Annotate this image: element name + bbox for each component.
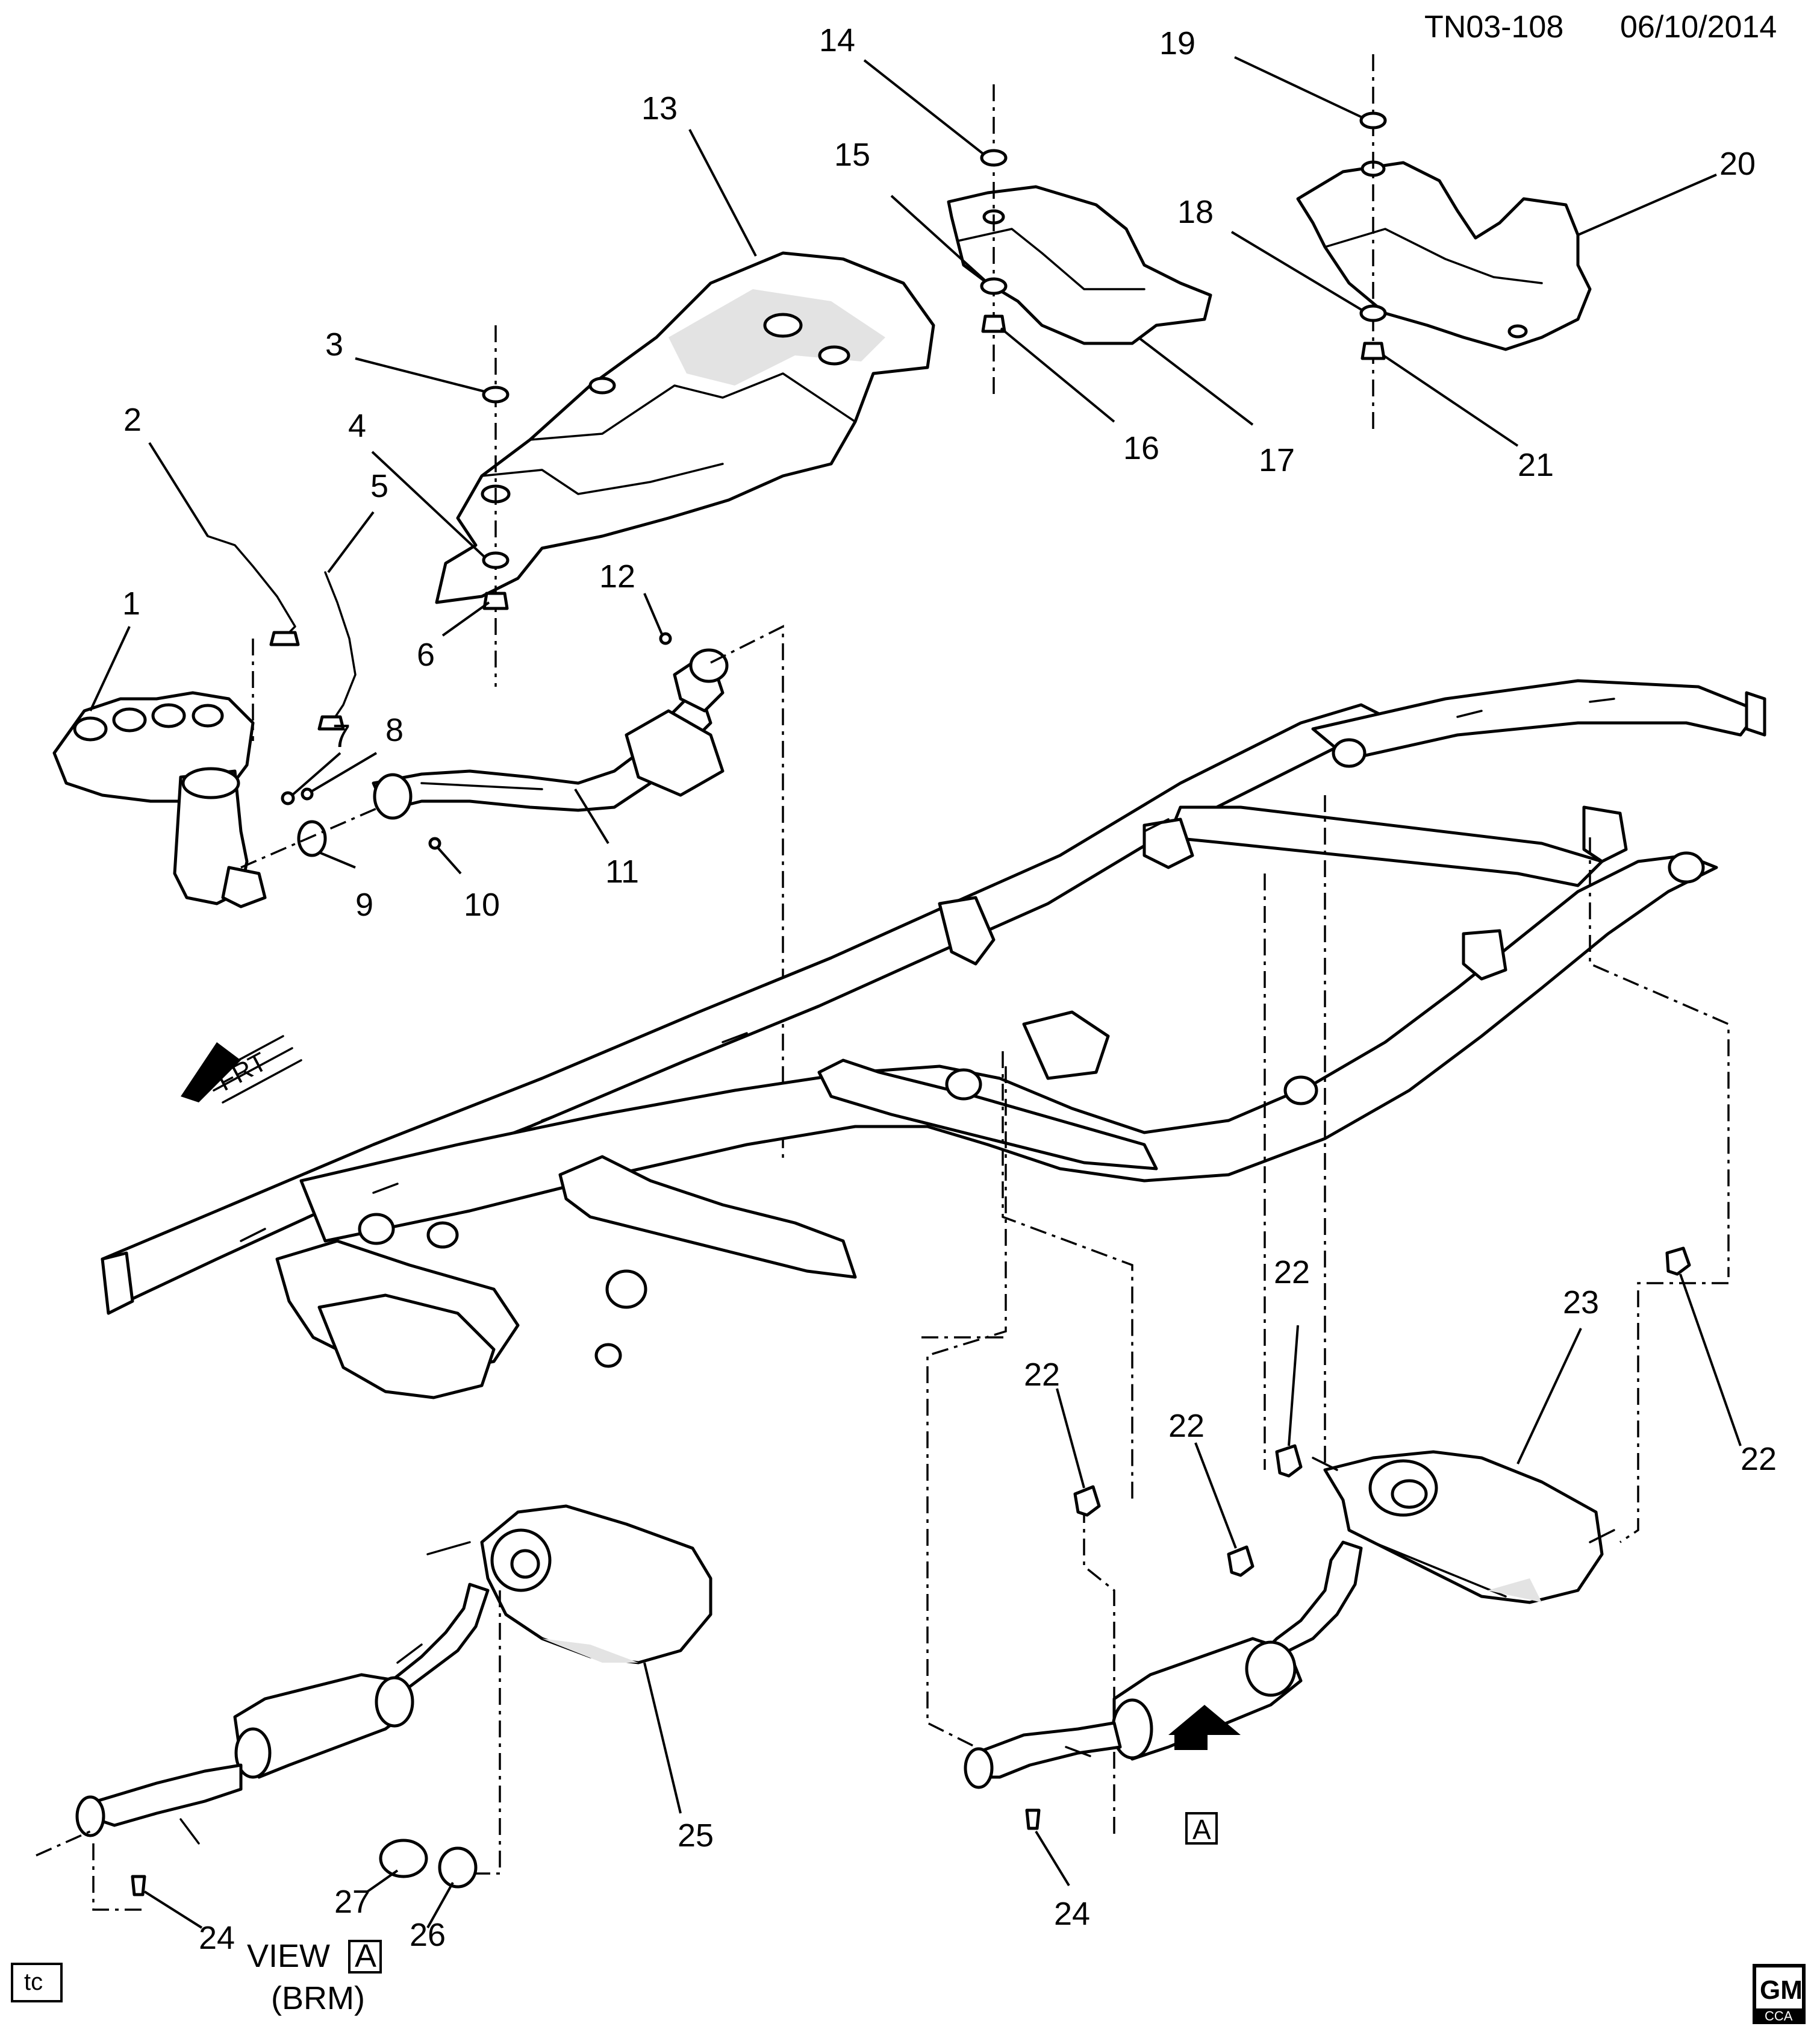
callout-11: 11	[605, 854, 639, 890]
doc-date: 06/10/2014	[1620, 10, 1777, 45]
bolt-24-view	[131, 1875, 146, 1896]
isolator-22c	[1275, 1444, 1303, 1478]
centerline-23-rear	[1619, 1282, 1728, 1543]
callout-22-c: 22	[1274, 1254, 1310, 1290]
callout-25: 25	[678, 1817, 714, 1854]
front-direction-indicator: FRT	[181, 1035, 302, 1104]
bolt-24-right	[1025, 1808, 1041, 1830]
callout-labels: 1 2 3 4 5 6 7 8 9 10 11 12 13 14 15 16 1…	[122, 22, 1777, 1956]
callout-21: 21	[1518, 447, 1554, 483]
bolt-12	[659, 632, 672, 645]
nut-21	[1360, 342, 1386, 360]
muffler-assembly-23	[964, 1450, 1615, 1789]
centerline-22a	[1002, 1051, 1133, 1500]
view-a-marker-letter: A	[1192, 1814, 1211, 1845]
callout-6: 6	[417, 637, 435, 673]
callout-15: 15	[834, 137, 870, 173]
view-caption-letter: A	[355, 1938, 376, 1974]
centerline-22e	[1589, 837, 1730, 1277]
clamp-26	[438, 1846, 478, 1889]
centerline-11-frame	[710, 625, 784, 1163]
gm-logo-sub: CCA	[1765, 2008, 1793, 2024]
oxygen-sensor-2-wire	[207, 535, 296, 640]
doc-id: TN03-108	[1424, 10, 1563, 45]
callout-23: 23	[1563, 1284, 1599, 1320]
centerline-22b	[1083, 1506, 1115, 1837]
callout-3: 3	[325, 327, 343, 363]
callout-16: 16	[1123, 430, 1159, 466]
washer-14	[980, 149, 1008, 167]
washer-4	[482, 551, 510, 569]
footer-tag-text: tc	[24, 1969, 43, 1995]
callout-1: 1	[122, 586, 140, 622]
heat-shield-17	[947, 185, 1212, 345]
gasket-9	[297, 820, 327, 857]
oxygen-sensor-5-wire	[324, 571, 357, 724]
heat-shield-20	[1296, 160, 1592, 351]
centerline-26	[476, 1590, 501, 1875]
view-caption-variant: (BRM)	[271, 1980, 365, 2016]
gm-logo-text: GM	[1760, 1975, 1803, 2005]
callout-17: 17	[1259, 442, 1295, 478]
gm-logo: GM CCA	[1753, 1964, 1806, 2024]
isolator-22a	[1073, 1485, 1101, 1517]
callout-22-b: 22	[1168, 1408, 1205, 1444]
oxygen-sensor-5	[317, 715, 345, 731]
view-a-arrow: A	[1168, 1705, 1241, 1845]
centerline-manifold-pipe	[240, 806, 380, 869]
callout-13: 13	[641, 90, 678, 127]
pipe-tip-27	[379, 1839, 428, 1878]
callout-24-view: 24	[199, 1920, 235, 1956]
heat-shield-13	[435, 251, 935, 604]
washer-18	[1359, 304, 1387, 322]
callout-27: 27	[334, 1884, 370, 1920]
vehicle-frame	[101, 679, 1766, 1399]
nut-8	[301, 787, 314, 801]
centerline-24-view	[92, 1843, 142, 1911]
callout-22-d: 22	[1741, 1441, 1777, 1477]
washer-19	[1359, 111, 1387, 130]
isolator-22b	[1227, 1545, 1255, 1577]
isolator-22d	[1665, 1246, 1691, 1276]
centerline-view-pipe	[36, 1830, 91, 1857]
callout-10: 10	[464, 887, 500, 923]
washer-3	[482, 386, 510, 404]
washer-15	[980, 277, 1008, 295]
callout-19: 19	[1159, 25, 1195, 61]
view-caption-prefix: VIEW	[247, 1938, 330, 1974]
leader-lines	[89, 56, 1742, 1929]
callout-22-a: 22	[1024, 1357, 1060, 1393]
muffler-assembly-25	[75, 1504, 712, 1845]
front-pipe-catalytic-converter-11	[372, 648, 729, 820]
exhaust-manifold-1	[52, 691, 267, 908]
bolt-7	[281, 791, 295, 805]
callout-9: 9	[355, 887, 373, 923]
callout-7: 7	[332, 718, 351, 754]
nut-10	[428, 837, 441, 850]
nut-6	[482, 592, 509, 610]
callout-2: 2	[123, 402, 142, 438]
callout-8: 8	[385, 712, 404, 748]
centerline-24-frame	[926, 1066, 1007, 1748]
callout-24-right: 24	[1054, 1896, 1090, 1932]
view-caption: VIEW A (BRM)	[247, 1938, 382, 2016]
callout-18: 18	[1177, 194, 1214, 230]
callout-12: 12	[599, 558, 635, 595]
callout-20: 20	[1719, 146, 1756, 182]
oxygen-sensor-2	[269, 631, 300, 646]
callout-26: 26	[410, 1917, 446, 1953]
callout-5: 5	[370, 468, 388, 504]
footer-tag: tc	[11, 1963, 63, 2002]
callout-4: 4	[348, 408, 366, 444]
callout-14: 14	[819, 22, 855, 58]
